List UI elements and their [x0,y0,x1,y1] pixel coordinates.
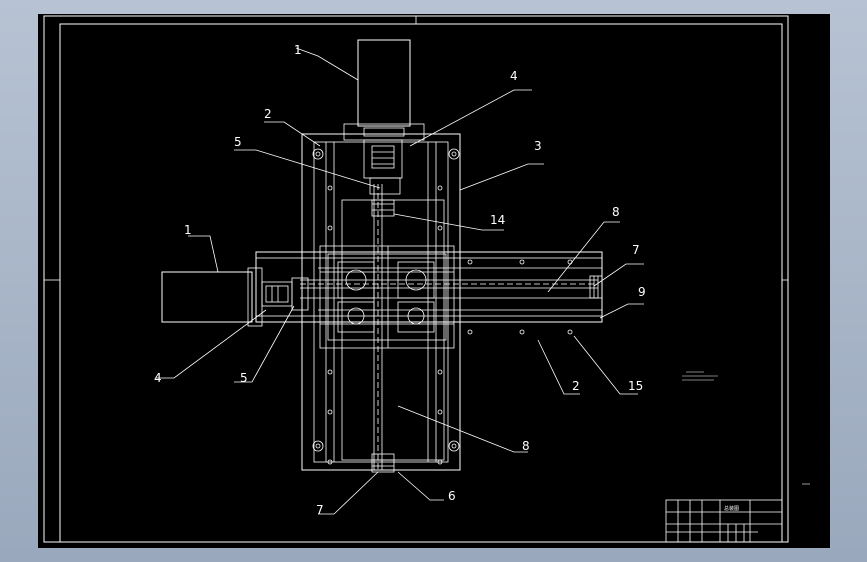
callout-label: 4 [154,371,162,385]
callout-label: 15 [628,379,643,393]
cross-slide-block [319,245,455,349]
sheet-inner-border [59,23,783,543]
title-block [665,499,783,543]
callout-label: 4 [510,69,518,83]
callout-label: 1 [184,223,192,237]
cad-viewport[interactable]: 1 1 2 2 3 4 4 5 5 6 7 7 8 8 9 14 15 总装图 [38,14,830,548]
callout-label: 14 [490,213,505,227]
leader-lines [156,47,644,515]
callout-label: 8 [612,205,620,219]
callout-label: 8 [522,439,530,453]
callout-label: 7 [316,503,324,517]
sheet-outer-border [43,15,789,543]
callout-label: 5 [240,371,248,385]
callout-label: 1 [294,43,302,57]
callout-label: 7 [632,243,640,257]
assembly-drawing: 1 1 2 2 3 4 4 5 5 6 7 7 8 8 9 14 15 总装图 [43,15,810,543]
left-motor [161,271,253,323]
vertical-base-plate [301,133,461,471]
callout-label: 2 [572,379,580,393]
technical-notes [682,371,810,485]
callout-label: 3 [534,139,542,153]
top-motor [357,39,411,127]
callouts: 1 1 2 2 3 4 4 5 5 6 7 7 8 8 9 14 15 [154,43,646,517]
title-block-name: 总装图 [724,505,739,512]
callout-label: 2 [264,107,272,121]
callout-label: 5 [234,135,242,149]
callout-label: 9 [638,285,646,299]
mounting-bolts [312,148,573,465]
callout-label: 6 [448,489,456,503]
